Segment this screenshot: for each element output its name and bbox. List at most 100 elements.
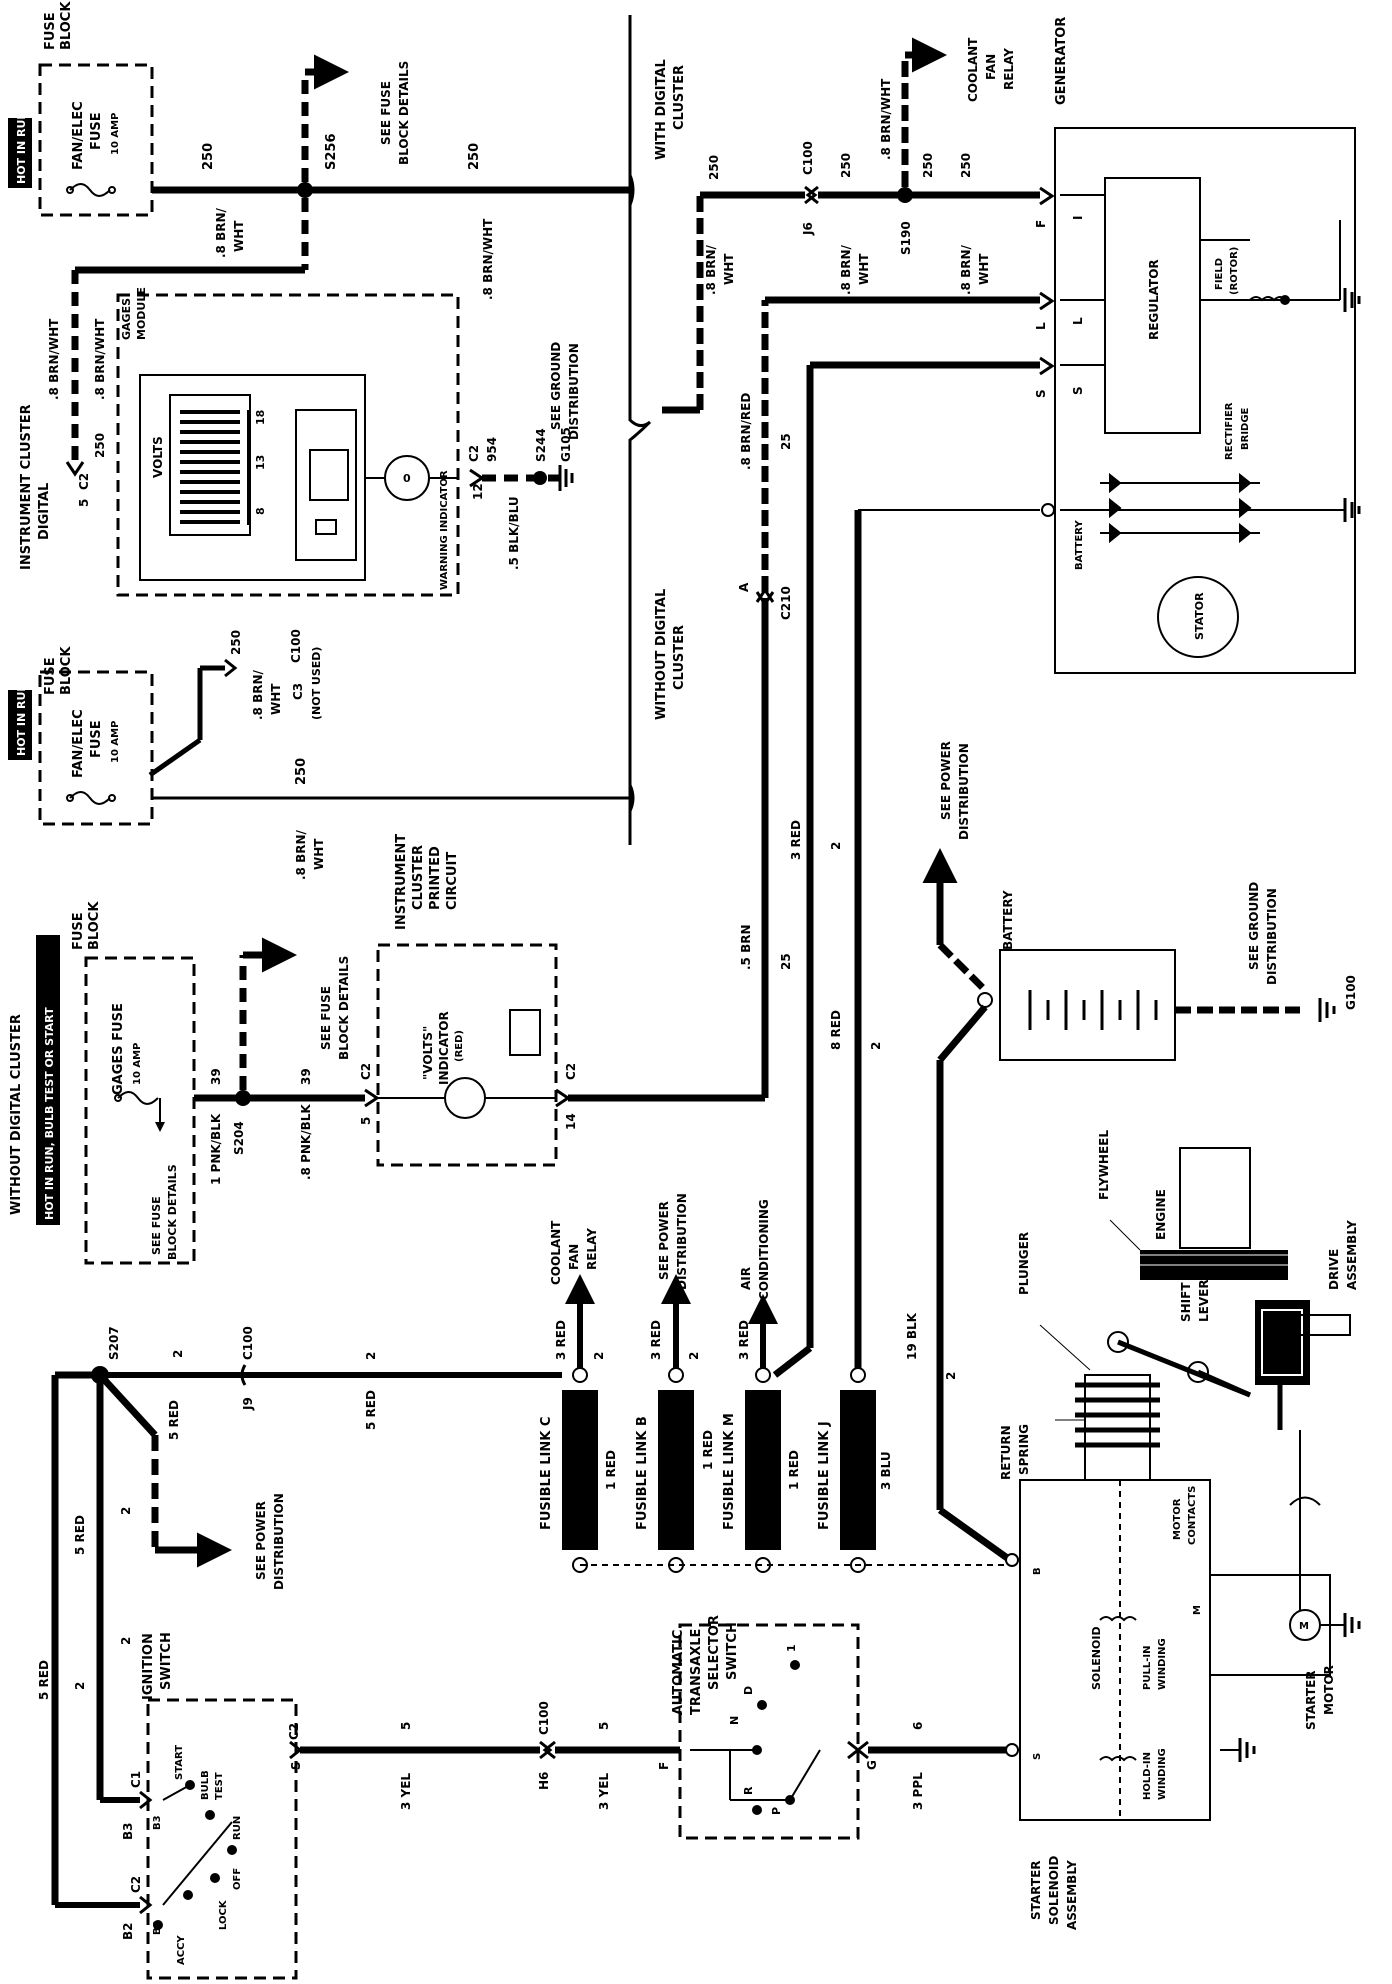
fusible-link-j <box>840 1367 876 1573</box>
flywheel-label: FLYWHEEL <box>1097 1130 1111 1200</box>
gages-module-label: GAGES <box>120 298 133 340</box>
wire-label-brn-gen-2: .8 BRN/ <box>839 244 853 295</box>
see-ground-batt-1: SEE GROUND <box>1247 882 1261 970</box>
with-digital-label-2: CLUSTER <box>672 65 687 130</box>
c2-label-ic: C2 <box>77 473 91 490</box>
fl-c-label: FUSIBLE LINK C <box>539 1417 554 1530</box>
see-fuse-block-mid-2: BLOCK DETAILS <box>337 956 351 1060</box>
wire-label-250-mid: 250 <box>294 758 309 785</box>
rectifier-label-2: BRIDGE <box>1240 407 1251 450</box>
engine-block <box>1179 1147 1251 1249</box>
wire-label-250-gen-1: 250 <box>707 155 721 180</box>
wire-label-250-b: 250 <box>467 143 482 170</box>
c2-label-module: C2 <box>467 445 481 462</box>
volts-bar-graph <box>180 410 240 524</box>
wire-label-brn-wht-top: .8 BRN/WHT <box>481 218 495 300</box>
coolant-link-label-3: RELAY <box>585 1228 599 1270</box>
svg-text:HOT IN RUN: HOT IN RUN <box>15 110 28 184</box>
see-ground-batt-2: DISTRIBUTION <box>1265 888 1279 985</box>
see-fuse-block-top-2: BLOCK DETAILS <box>397 61 411 165</box>
volts-indicator-label-3: (RED) <box>454 1030 465 1062</box>
wire-label-wht-top: WHT <box>232 220 246 252</box>
wire-label-brn-top: .8 BRN/ <box>214 207 228 258</box>
auto-label-2: TRANSAXLE <box>689 1629 704 1715</box>
wire-label-25-low: 25 <box>779 953 793 970</box>
wire-label-250-gen-3: 250 <box>921 153 935 178</box>
wire-label-3red: 3 RED <box>789 820 803 860</box>
ignition-switch-box <box>146 1698 298 1980</box>
rectifier-diodes <box>1060 472 1345 544</box>
s244-label: S244 <box>534 428 548 462</box>
generator-box <box>1054 127 1356 674</box>
b2-inner-label: B2 <box>152 1920 163 1935</box>
j6-label: J6 <box>801 222 815 236</box>
ign-off-label: OFF <box>232 1868 243 1890</box>
ground-starter-motor <box>1343 1613 1361 1637</box>
field-label-2: (ROTOR) <box>1229 247 1240 295</box>
fusible-link-b <box>658 1367 694 1573</box>
return-spring <box>1075 1382 1160 1448</box>
wire-label-brn-red: .8 BRN/RED <box>739 393 753 470</box>
battery-icon-2 <box>509 1009 541 1056</box>
see-power-ign-1: SEE POWER <box>254 1501 268 1580</box>
wire-label-wht-gen-2: WHT <box>857 253 871 285</box>
svg-text:HOT IN RUN: HOT IN RUN <box>15 682 28 756</box>
ign-start-label: START <box>174 1745 185 1780</box>
c2-label-ign: C2 <box>129 1876 143 1893</box>
see-fuse-block-bot-1: SEE FUSE <box>150 1196 163 1255</box>
wire-label-250-gen-2: 250 <box>839 153 853 178</box>
wire-label-brn-gen-3: .8 BRN/ <box>959 244 973 295</box>
ign-run-label: RUN <box>232 1816 243 1840</box>
engine-label: ENGINE <box>1154 1189 1168 1240</box>
pin-s-ign-label: S <box>289 1761 303 1770</box>
without-digital-label: WITHOUT DIGITAL <box>654 589 669 720</box>
auto-label-1: AUTOMATIC <box>671 1630 686 1715</box>
selector-switch-box <box>678 1623 860 1840</box>
c1-label: C1 <box>129 1771 143 1788</box>
fuse-block-label-bot-2: BLOCK <box>87 901 102 950</box>
wire-label-2-link-b: 2 <box>687 1352 701 1360</box>
wire-label-8red: 8 RED <box>829 1010 843 1050</box>
fuse-word-top: FUSE <box>89 112 104 150</box>
wire-label-brn5: .5 BRN <box>739 924 753 970</box>
starter-sol-label-2: SOLENOID <box>1047 1856 1061 1925</box>
auto-label-3: SELECTOR <box>707 1615 722 1690</box>
pin-g-sel-label: G <box>865 1760 879 1770</box>
volts-indicator-label-1: "VOLTS" <box>421 1026 435 1080</box>
coolant-link-label-2: FAN <box>567 1244 581 1270</box>
c2-label-icpc: C2 <box>359 1063 373 1080</box>
solenoid-label: SOLENOID <box>1090 1626 1103 1690</box>
wire-label-250-gen-4: 250 <box>959 153 973 178</box>
regulator-label: REGULATOR <box>1147 259 1161 340</box>
gages-module-box <box>116 293 460 597</box>
pin-a-label: A <box>737 582 751 592</box>
pin-r-label: R <box>742 1786 755 1795</box>
see-power-2: DISTRIBUTION <box>957 743 971 840</box>
battery-box <box>999 949 1176 1061</box>
wire-label-19blk: 19 BLK <box>905 1312 919 1360</box>
fuse-symbol-top <box>69 183 111 197</box>
fuse-block-label-top: FUSE <box>43 12 58 50</box>
stator-label: STATOR <box>1193 592 1206 640</box>
g105-label: G105 <box>559 427 573 462</box>
ign-label-2: SWITCH <box>159 1632 174 1690</box>
pin-n-label: N <box>728 1716 741 1725</box>
ign-accy-label: ACCY <box>176 1935 187 1965</box>
gages-fuse-label: GAGES FUSE <box>111 1003 126 1095</box>
starter-motor-label: STARTER <box>1304 1670 1318 1730</box>
s190-label: S190 <box>899 221 913 255</box>
see-fuse-block-mid-1: SEE FUSE <box>319 986 333 1050</box>
wire-label-brn-wht-relay: .8 BRN/WHT <box>879 78 893 160</box>
see-power-link-2: DISTRIBUTION <box>675 1193 689 1290</box>
drive-label: DRIVE <box>1327 1249 1341 1290</box>
starter-motor-label-2: MOTOR <box>1322 1665 1336 1715</box>
wire-label-wht-bot: WHT <box>312 838 326 870</box>
wire-label-brn-wht-ic: .8 BRN/WHT <box>93 318 107 400</box>
pin-d-label: D <box>742 1686 755 1695</box>
air-cond-label-2: CONDITIONING <box>757 1199 771 1300</box>
see-fuse-block-top-1: SEE FUSE <box>379 81 393 145</box>
ignition-contacts <box>153 1780 237 1930</box>
field-rotor-coil <box>1249 296 1287 302</box>
wire-label-25: 25 <box>779 433 793 450</box>
pin-p-label: P <box>770 1807 783 1815</box>
